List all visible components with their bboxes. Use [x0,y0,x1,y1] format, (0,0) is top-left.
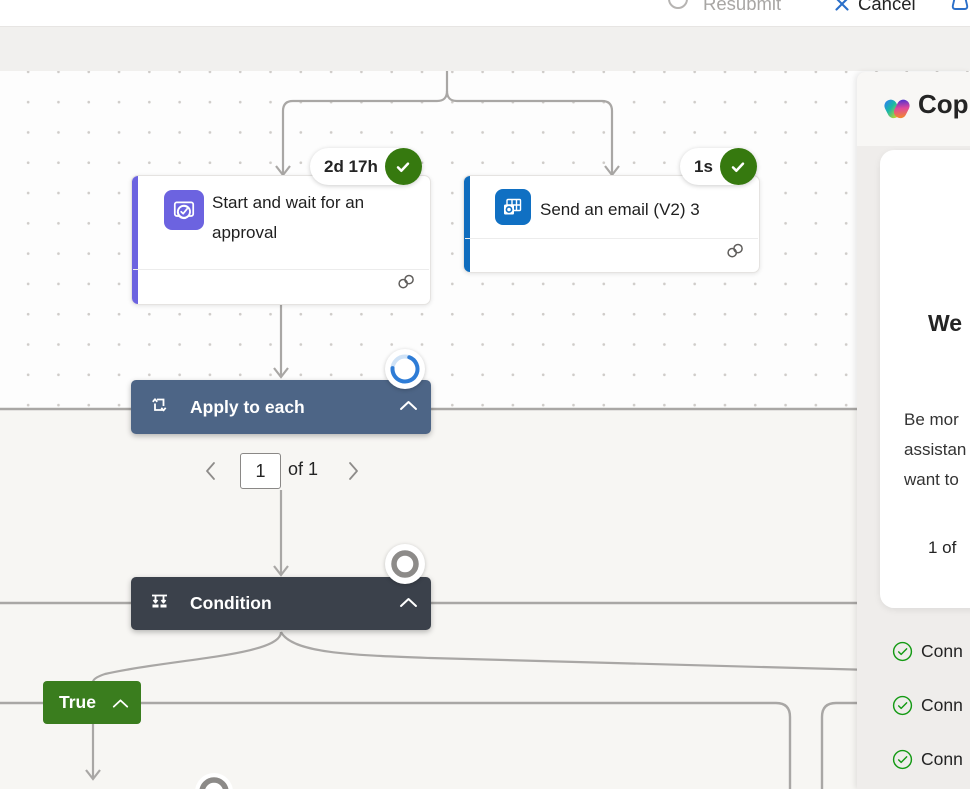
check-circle-icon [892,749,913,770]
apply-to-each-node[interactable]: Apply to each [131,380,431,434]
checklist-item[interactable]: Conn [891,694,963,717]
loop-icon [148,394,170,421]
test-flask-icon[interactable] [947,0,970,16]
next-iteration-button[interactable] [346,461,361,486]
node-label: Condition [190,593,272,613]
card-divider [465,238,758,239]
run-duration-badge-approval[interactable]: 2d 17h [310,148,422,185]
welcome-body-text: Be mor assistan want to [904,410,967,489]
cancel-x-icon [835,0,849,11]
checklist-item-text: Conn [921,749,963,769]
checklist-item-text: Conn [921,695,963,715]
approvals-icon [164,190,204,230]
check-circle-icon [892,641,913,662]
canvas-top-margin-band [0,27,970,71]
outlook-icon [495,189,531,225]
top-toolbar: Resubmit Cancel [0,0,970,27]
previous-iteration-button[interactable] [203,461,218,486]
true-branch-label[interactable]: True [43,681,141,724]
copilot-panel-header: Cop [857,72,970,146]
iteration-input[interactable] [240,453,281,489]
checklist-item-text: Conn [921,641,963,661]
action-card-approval[interactable]: Start and wait for an approval [131,175,431,305]
connection-link-icon[interactable] [725,240,745,265]
cancel-button[interactable]: Cancel [830,0,940,27]
welcome-heading: We [928,310,963,336]
run-duration-badge-email[interactable]: 1s [680,148,757,185]
outlook-color-stripe [464,176,470,272]
collapse-chevron-icon[interactable] [399,398,418,416]
card-divider [133,269,429,270]
collapse-chevron-icon[interactable] [112,692,129,713]
resubmit-label: Resubmit [703,0,782,14]
resubmit-button[interactable]: Resubmit [662,0,812,27]
connection-link-icon[interactable] [396,271,416,296]
copilot-panel: Cop We Be mor assistan want to 1 of Conn… [857,72,970,789]
card-pagination-label: 1 of [928,538,957,557]
action-title: Start and wait for an approval [212,193,365,242]
iteration-total-label: of 1 [288,459,319,479]
condition-node[interactable]: Condition [131,577,431,630]
duration-text: 2d 17h [324,156,378,176]
branch-label-text: True [59,692,96,712]
node-label: Apply to each [190,396,305,417]
condition-status-badge [385,544,425,584]
resubmit-icon [668,0,688,9]
success-check-icon [719,148,757,185]
copilot-panel-title: Cop [918,89,969,119]
copilot-logo-icon [884,99,910,119]
action-title: Send an email (V2) 3 [540,200,700,219]
success-check-icon [384,148,422,185]
collapse-chevron-icon[interactable] [399,595,418,613]
apply-to-each-status-spinner [385,349,425,389]
checklist-item[interactable]: Conn [891,640,963,663]
checklist-item[interactable]: Conn [891,748,963,771]
action-card-send-email[interactable]: Send an email (V2) 3 [463,175,760,273]
check-circle-icon [892,695,913,716]
approval-color-stripe [132,176,138,304]
copilot-welcome-card: We Be mor assistan want to 1 of [880,150,970,608]
cancel-label: Cancel [858,0,916,14]
condition-branch-icon [148,590,171,618]
duration-text: 1s [694,156,713,176]
